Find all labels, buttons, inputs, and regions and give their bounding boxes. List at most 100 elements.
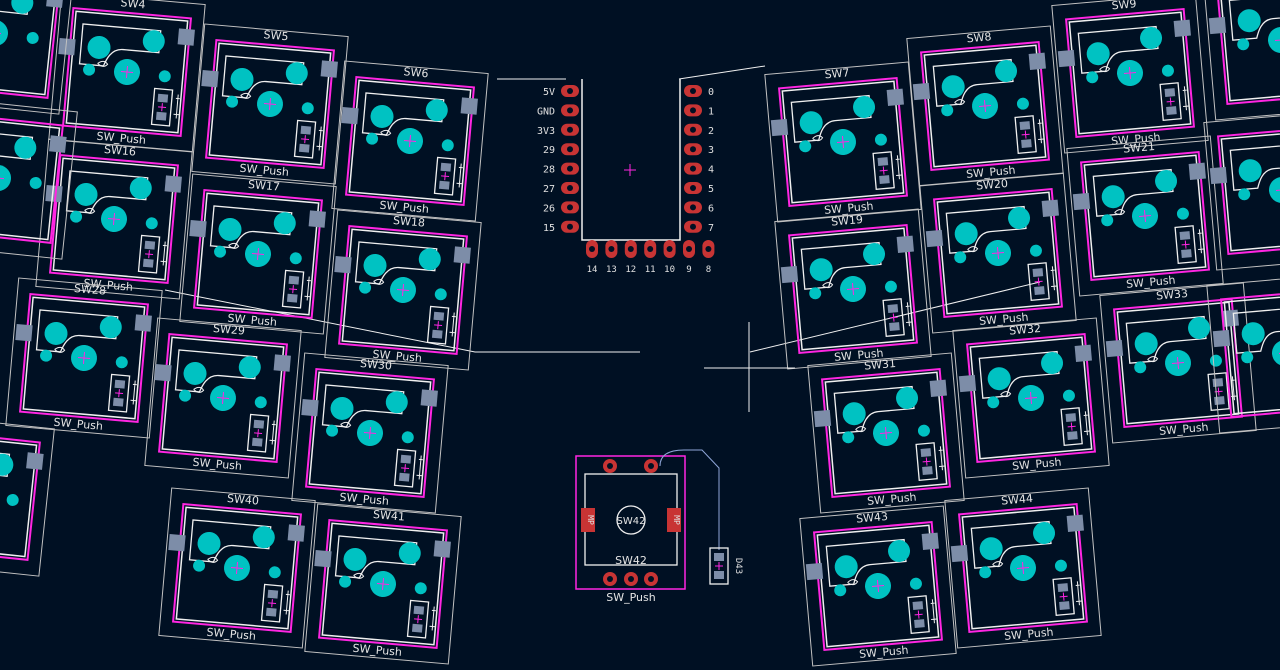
silkscreen-outline xyxy=(304,367,436,499)
npth-hole xyxy=(979,566,992,579)
through-hole-pad xyxy=(343,547,367,571)
switch-ref-label: SW33 xyxy=(1156,287,1189,303)
silkscreen-outline xyxy=(932,187,1064,319)
mcu-pin-hole xyxy=(567,146,573,153)
encoder-value-label: SW_Push xyxy=(606,591,656,604)
encoder-pin-hole xyxy=(648,463,654,469)
smd-pad xyxy=(780,265,799,284)
crosshair-icon xyxy=(381,577,385,591)
through-hole-pad xyxy=(285,62,308,85)
smd-pad xyxy=(168,534,186,552)
crosshair-icon xyxy=(876,579,880,593)
through-hole-pad xyxy=(1241,322,1265,346)
npth-hole xyxy=(359,281,372,294)
silkscreen-outline xyxy=(344,75,476,207)
crosshair-icon xyxy=(0,176,5,180)
socket-outline xyxy=(1228,0,1280,41)
smd-pad xyxy=(308,210,326,228)
switch-footprint-partial[interactable] xyxy=(0,413,55,577)
smd-pad xyxy=(154,364,172,382)
silkscreen-outline xyxy=(18,292,150,424)
switch-value-label: SW_Push xyxy=(966,164,1016,181)
diode-footprint xyxy=(393,448,423,488)
switch-ref-label: SW18 xyxy=(393,214,426,230)
switch-footprint-partial[interactable] xyxy=(1203,109,1280,271)
npth-hole xyxy=(954,251,967,264)
smd-pad xyxy=(420,389,438,407)
mcu-pin-label: 5 xyxy=(708,184,714,195)
courtyard-outline xyxy=(0,413,55,577)
smd-pad xyxy=(886,88,904,106)
through-hole-pad xyxy=(896,387,919,410)
encoder-ref-label: SW42 xyxy=(615,554,647,567)
crosshair-icon xyxy=(1021,561,1025,575)
smd-pad xyxy=(950,544,969,563)
through-hole-pad xyxy=(370,104,394,128)
through-hole-pad xyxy=(44,321,68,345)
switch-footprint-partial[interactable] xyxy=(0,0,75,115)
crosshair-icon xyxy=(841,135,845,149)
encoder-mp-label: MP xyxy=(672,515,681,525)
fab-outline xyxy=(22,296,146,420)
switch-footprint-partial[interactable] xyxy=(0,96,78,260)
mcu-pin-label: 28 xyxy=(543,165,555,176)
npth-hole xyxy=(179,389,192,402)
diode-footprint xyxy=(915,442,946,481)
switch-value-label: SW_Push xyxy=(192,456,242,473)
crosshair-icon xyxy=(221,391,225,405)
npth-hole xyxy=(434,288,447,301)
switch-value-label: SW_Push xyxy=(867,491,917,508)
crosshair-icon xyxy=(235,561,239,575)
diode-footprint xyxy=(137,234,167,274)
diode-d43[interactable]: D43 xyxy=(709,547,743,585)
smd-pad xyxy=(273,354,291,372)
npth-hole xyxy=(917,424,930,437)
switch-footprint-partial[interactable] xyxy=(1206,272,1280,434)
smd-pad xyxy=(433,540,451,558)
npth-hole xyxy=(1134,361,1147,374)
through-hole-pad xyxy=(1101,185,1125,209)
through-hole-pad xyxy=(238,356,261,379)
fab-outline xyxy=(308,371,432,495)
smd-pad xyxy=(320,60,338,78)
fab-outline xyxy=(196,192,320,316)
courtyard-outline xyxy=(0,0,75,115)
mcu-pin-label: 14 xyxy=(587,265,598,275)
through-hole-pad xyxy=(941,75,965,99)
through-hole-pad xyxy=(425,99,448,122)
npth-hole xyxy=(40,349,53,362)
diode-footprint xyxy=(882,298,913,337)
switch-footprint-partial[interactable] xyxy=(1202,0,1280,121)
through-hole-pad xyxy=(834,555,858,579)
switch-ref-label: SW43 xyxy=(856,510,889,526)
encoder-silkscreen xyxy=(575,455,686,590)
through-hole-pad xyxy=(1140,27,1163,50)
smd-pad xyxy=(813,409,832,428)
